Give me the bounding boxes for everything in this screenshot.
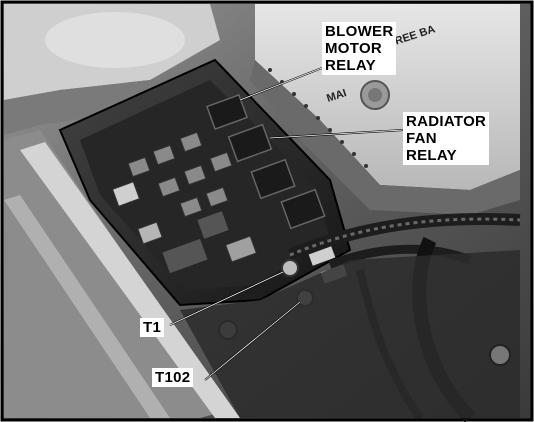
t1-label: T1 [140, 318, 165, 337]
battery-label-text-2: MAI [325, 87, 348, 105]
t1-terminal [281, 259, 299, 277]
radiator-fan-relay-label: RADIATOR FAN RELAY [403, 112, 490, 165]
blower-motor-relay-label: BLOWER MOTOR RELAY [322, 22, 397, 75]
t102-label: T102 [152, 368, 194, 387]
fuses [111, 131, 257, 263]
relays [205, 93, 326, 230]
